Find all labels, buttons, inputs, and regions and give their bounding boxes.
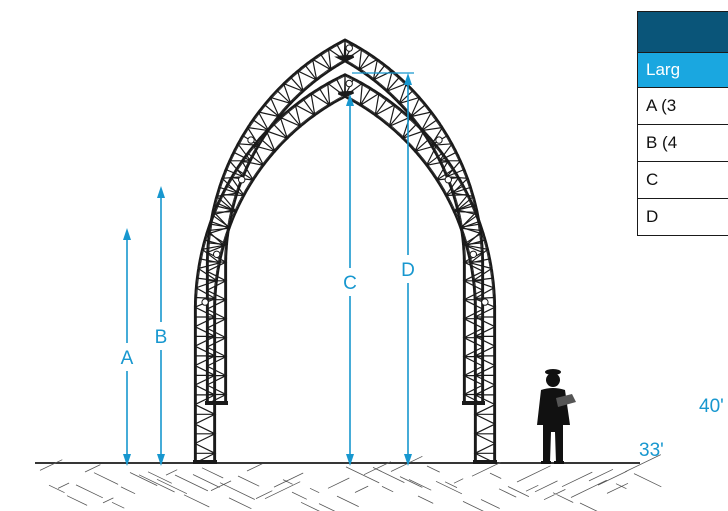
dimension-label-a: A [121,348,134,369]
spec-table: Larg A (3 B (4 C D [637,11,728,236]
table-title [637,11,728,53]
dimension-label-b: B [155,327,168,348]
table-row-d: D [637,198,728,236]
outer-arch-truss [205,38,485,405]
table-header: Larg [637,52,728,88]
table-row-c: C [637,161,728,199]
table-row-a: A (3 [637,87,728,125]
table-row-b: B (4 [637,124,728,162]
outer-span-label: 40' [699,396,724,417]
arrow-a-bottom [123,454,131,466]
dimension-label-d: D [401,260,415,281]
arrow-b-bottom [157,454,165,466]
arrow-a-top [123,228,131,240]
arrow-d-bottom [404,454,412,466]
inner-span-label: 33' [639,440,664,461]
inner-arch-truss [193,73,497,464]
arrow-b-top [157,186,165,198]
arrow-d-top [404,73,412,85]
ground-hatching [35,454,662,511]
person-figure-icon [537,369,576,464]
arrow-c-top [346,94,354,106]
arrow-c-bottom [346,454,354,466]
dimension-label-c: C [343,273,357,294]
